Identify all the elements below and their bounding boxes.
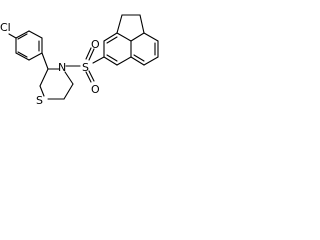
chlorine-label: Cl: [0, 21, 11, 34]
sulfonyl-oxygens: [85, 47, 95, 83]
s-aryl-bond: [92, 56, 105, 64]
oxygen-top-label: O: [91, 38, 100, 51]
chlorophenyl-ring: [15, 30, 43, 61]
thiazolidine-sulfur-label: S: [36, 94, 43, 107]
oxygen-bottom-label: O: [91, 83, 100, 96]
structure-diagram: Cl S N S O O: [0, 0, 164, 115]
molecule-drawing: Cl S N S O O: [0, 14, 159, 107]
thiazolidine-ring: [39, 68, 74, 100]
nitrogen-label: N: [58, 61, 66, 74]
sulfonyl-sulfur-label: S: [82, 61, 89, 74]
acenaphthene-ring-a: [103, 32, 132, 66]
chlorine-bond: [8, 33, 17, 39]
acenaphthene-ring-b: [130, 32, 159, 66]
aryl-c2-bond: [41, 52, 49, 70]
acenaphthene-bridge: [116, 14, 145, 34]
